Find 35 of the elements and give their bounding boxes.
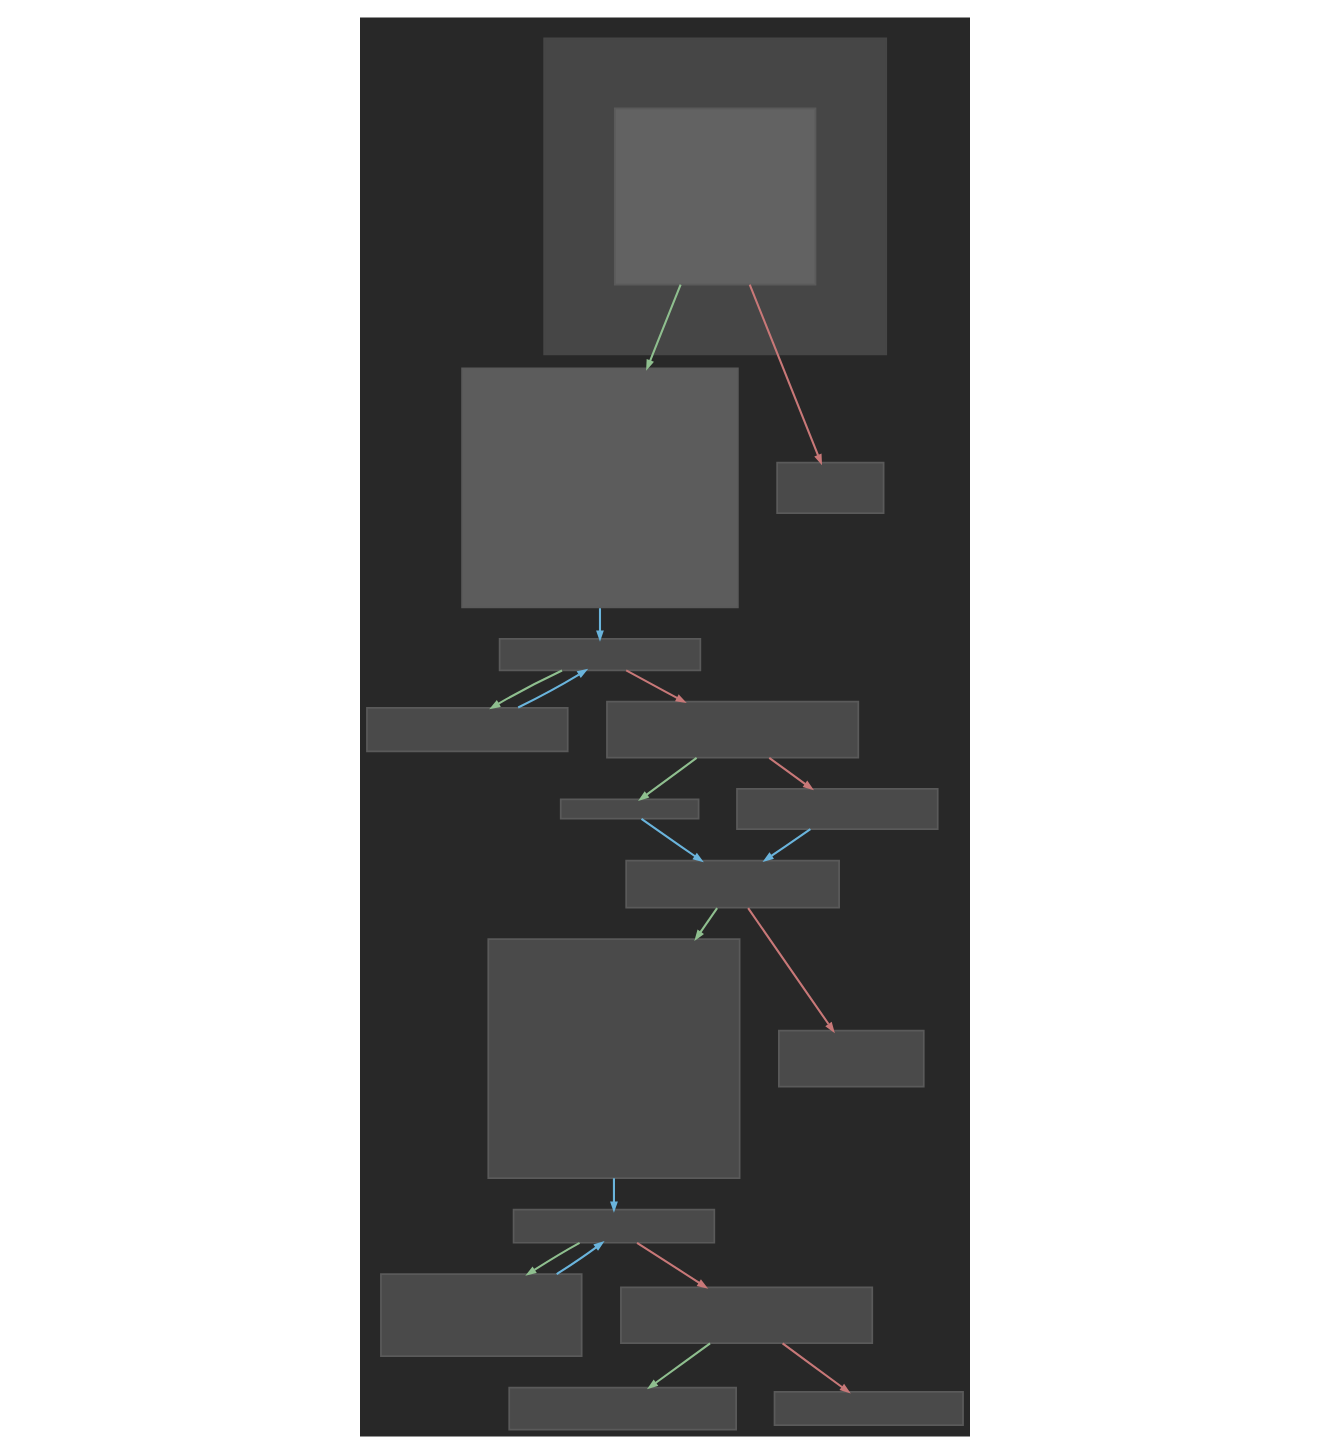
arrow xyxy=(635,1241,708,1289)
node-box xyxy=(558,798,699,820)
node-box xyxy=(497,638,701,672)
arrow xyxy=(645,1342,710,1390)
cluster xyxy=(542,37,887,356)
node-box xyxy=(365,706,568,753)
arrow xyxy=(747,284,822,466)
arrow xyxy=(637,757,697,802)
node-box xyxy=(777,1029,924,1088)
arrow xyxy=(639,818,703,863)
node-box xyxy=(507,1386,736,1431)
node-box xyxy=(735,788,938,830)
arrow xyxy=(488,669,562,710)
arrow xyxy=(595,608,603,642)
node-box xyxy=(605,700,859,759)
arrow xyxy=(624,669,686,704)
node-box xyxy=(772,1391,963,1426)
arrow xyxy=(746,907,834,1034)
arrow xyxy=(555,1240,604,1275)
arrow xyxy=(516,668,588,709)
arrow xyxy=(693,907,717,941)
node-box xyxy=(460,367,738,609)
arrow xyxy=(780,1342,850,1394)
node-box xyxy=(619,1286,873,1344)
node-box xyxy=(379,1273,582,1358)
arrow xyxy=(645,284,681,371)
node-box xyxy=(511,1208,715,1244)
node-box xyxy=(624,859,839,909)
node-box xyxy=(486,938,740,1180)
arrow xyxy=(524,1241,580,1276)
arrow xyxy=(609,1178,617,1213)
node-box xyxy=(775,461,884,515)
arrow xyxy=(761,828,810,862)
node-box xyxy=(612,107,816,286)
arrow xyxy=(767,757,813,791)
